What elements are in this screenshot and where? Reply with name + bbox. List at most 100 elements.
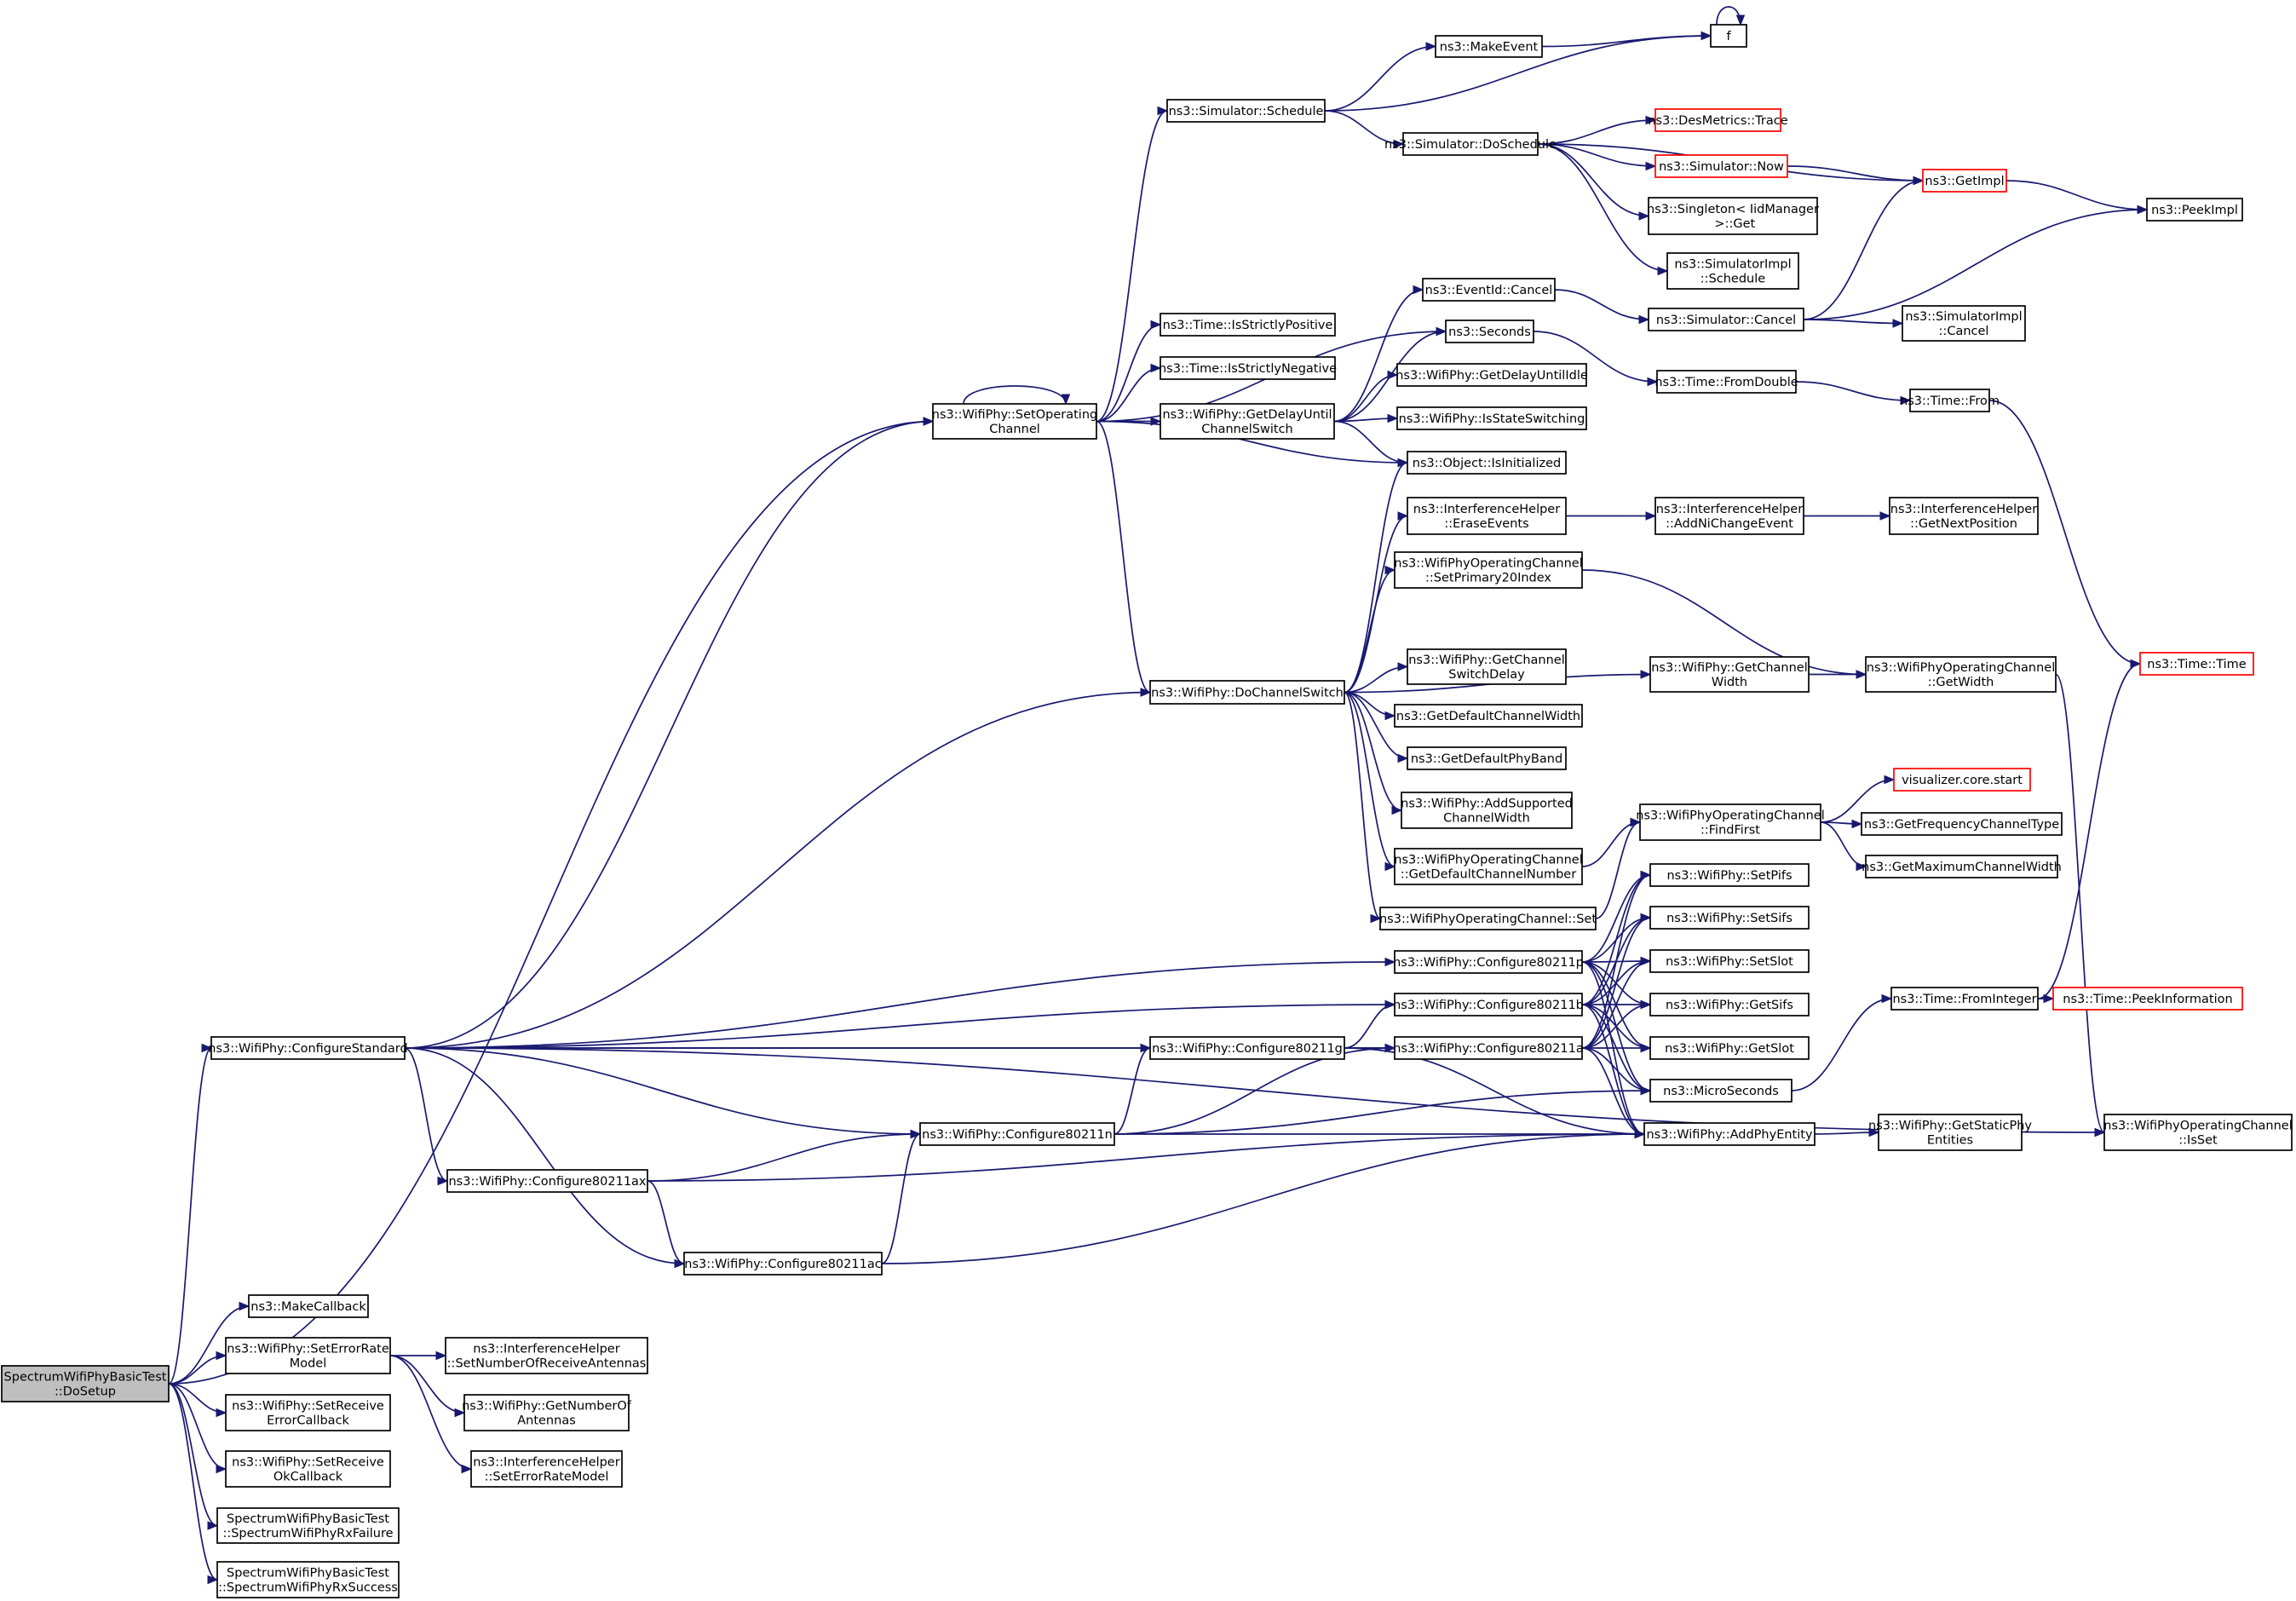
edge-arrowhead [1638, 314, 1650, 325]
node-ocGetWidth[interactable]: ns3::WifiPhyOperatingChannel::GetWidth [1865, 656, 2057, 693]
node-label: ns3::WifiPhy::Configure80211n [922, 1128, 1113, 1142]
node-peekInformation[interactable]: ns3::Time::PeekInformation [2052, 987, 2243, 1011]
node-desMetrics[interactable]: ns3::DesMetrics::Trace [1648, 108, 1788, 132]
node-getDefaultChannelWidth[interactable]: ns3::GetDefaultChannelWidth [1394, 704, 1583, 728]
node-isStrictlyPositive[interactable]: ns3::Time::IsStrictlyPositive [1160, 313, 1336, 337]
node-simSchedule[interactable]: ns3::Simulator::Schedule [1166, 99, 1326, 123]
node-setSifs[interactable]: ns3::WifiPhy::SetSifs [1649, 906, 1810, 930]
node-box [1160, 356, 1336, 380]
edge-arrowhead [1900, 395, 1912, 406]
node-configure80211p[interactable]: ns3::WifiPhy::Configure80211p [1393, 950, 1584, 974]
edge-arrowhead [207, 1575, 219, 1585]
edge-line [168, 1383, 218, 1581]
node-getSlot[interactable]: ns3::WifiPhy::GetSlot [1649, 1036, 1810, 1060]
node-timeFrom[interactable]: ns3::Time::From [1900, 389, 2000, 412]
node-configureStandard[interactable]: ns3::WifiPhy::ConfigureStandard [208, 1036, 408, 1060]
node-configure80211a[interactable]: ns3::WifiPhy::Configure80211a [1393, 1036, 1584, 1060]
node-configure80211ax[interactable]: ns3::WifiPhy::Configure80211ax [446, 1169, 648, 1193]
edge-arrowhead [239, 1301, 250, 1311]
node-makeCallback[interactable]: ns3::MakeCallback [248, 1294, 369, 1318]
node-label: ns3::GetMaximumChannelWidth [1862, 861, 2062, 874]
node-addPhyEntity[interactable]: ns3::WifiPhy::AddPhyEntity [1643, 1122, 1816, 1146]
node-root[interactable]: SpectrumWifiPhyBasicTest::DoSetup [1, 1365, 170, 1402]
node-label: ns3::WifiPhy::ConfigureStandard [208, 1042, 407, 1056]
node-box [1396, 363, 1587, 387]
node-getDelayUntilIdle[interactable]: ns3::WifiPhy::GetDelayUntilIdle [1395, 363, 1588, 387]
node-getDefaultPhyBand[interactable]: ns3::GetDefaultPhyBand [1407, 746, 1567, 770]
node-configure80211g[interactable]: ns3::WifiPhy::Configure80211g [1149, 1036, 1345, 1060]
edge-arrowhead [435, 1350, 447, 1361]
node-f[interactable]: f [1710, 24, 1747, 48]
node-eventIdCancel[interactable]: ns3::EventId::Cancel [1422, 278, 1556, 302]
node-simCancel[interactable]: ns3::Simulator::Cancel [1648, 308, 1804, 331]
node-doChannelSwitch[interactable]: ns3::WifiPhy::DoChannelSwitch [1149, 680, 1345, 705]
node-setErrorRateModel[interactable]: ns3::WifiPhy::SetErrorRateModel [225, 1337, 391, 1374]
node-getDefaultChannelNumber[interactable]: ns3::WifiPhyOperatingChannel::GetDefault… [1394, 848, 1583, 885]
node-setNumberOfReceiveAntennas[interactable]: ns3::InterferenceHelper::SetNumberOfRece… [445, 1337, 648, 1374]
node-setPifs[interactable]: ns3::WifiPhy::SetPifs [1649, 863, 1810, 887]
node-getSifs[interactable]: ns3::WifiPhy::GetSifs [1649, 993, 1810, 1016]
node-visualizerStart[interactable]: visualizer.core.start [1893, 768, 2031, 792]
node-microSeconds[interactable]: ns3::MicroSeconds [1649, 1079, 1792, 1103]
node-box [445, 1337, 648, 1374]
node-getFrequencyChannelType[interactable]: ns3::GetFrequencyChannelType [1861, 812, 2063, 836]
node-isInitialized[interactable]: ns3::Object::IsInitialized [1407, 451, 1567, 475]
node-fromInteger[interactable]: ns3::Time::FromInteger [1890, 987, 2039, 1011]
node-configure80211n[interactable]: ns3::WifiPhy::Configure80211n [919, 1122, 1115, 1146]
edge-findFirst-to-getMaximumChannelWidth [1820, 821, 1867, 872]
edge-line [1803, 180, 1924, 320]
node-ocSet[interactable]: ns3::WifiPhyOperatingChannel::Set [1379, 907, 1597, 930]
node-eraseEvents[interactable]: ns3::InterferenceHelper::EraseEvents [1407, 497, 1567, 535]
node-rxFailure[interactable]: SpectrumWifiPhyBasicTest::SpectrumWifiPh… [216, 1507, 400, 1544]
node-ocIsSet[interactable]: ns3::WifiPhyOperatingChannel::IsSet [2103, 1114, 2293, 1151]
edge-arrowhead [1140, 1043, 1152, 1053]
node-singletonGet[interactable]: ns3::Singleton< IidManager >::Get [1647, 197, 1819, 235]
node-simImplSchedule[interactable]: ns3::SimulatorImpl::Schedule [1666, 252, 1799, 290]
node-setPrimary20Index[interactable]: ns3::WifiPhyOperatingChannel::SetPrimary… [1394, 551, 1583, 589]
node-label: ns3::WifiPhy::Configure80211b [1393, 999, 1584, 1012]
node-makeEvent[interactable]: ns3::MakeEvent [1435, 35, 1543, 58]
node-simDoSchedule[interactable]: ns3::Simulator::DoSchedule [1384, 132, 1557, 156]
node-simImplCancel[interactable]: ns3::SimulatorImpl::Cancel [1902, 305, 2026, 342]
node-getImpl[interactable]: ns3::GetImpl [1922, 169, 2007, 193]
node-getMaximumChannelWidth[interactable]: ns3::GetMaximumChannelWidth [1862, 855, 2062, 878]
node-peekImpl[interactable]: ns3::PeekImpl [2146, 198, 2243, 222]
node-findFirst[interactable]: ns3::WifiPhyOperatingChannel::FindFirst [1636, 803, 1825, 841]
node-fromDouble[interactable]: ns3::Time::FromDouble [1654, 370, 1798, 394]
node-box [1394, 551, 1583, 589]
node-ihSetErrorRateModel[interactable]: ns3::InterferenceHelper::SetErrorRateMod… [470, 1450, 623, 1488]
node-isStateSwitching[interactable]: ns3::WifiPhy::IsStateSwitching [1396, 406, 1587, 430]
edge-line [1537, 143, 1649, 217]
node-seconds[interactable]: ns3::Seconds [1445, 320, 1534, 343]
node-timeTime[interactable]: ns3::Time::Time [2139, 652, 2254, 676]
edge-arrowhead [1856, 861, 1867, 872]
edge-configure80211n-to-microSeconds [1113, 1086, 1652, 1135]
edge-arrowhead [1384, 565, 1396, 575]
edge-line [1533, 331, 1658, 383]
node-box [1654, 154, 1788, 178]
edge-simDoSchedule-to-simImplSchedule [1537, 143, 1669, 276]
node-label: Antennas [517, 1414, 576, 1428]
node-configure80211b[interactable]: ns3::WifiPhy::Configure80211b [1393, 993, 1584, 1016]
node-getNextPosition[interactable]: ns3::InterferenceHelper::GetNextPosition [1889, 497, 2039, 535]
node-box [1379, 907, 1597, 930]
node-simNow[interactable]: ns3::Simulator::Now [1654, 154, 1788, 178]
node-rxSuccess[interactable]: SpectrumWifiPhyBasicTest::SpectrumWifiPh… [216, 1561, 400, 1598]
node-box [1654, 497, 1804, 535]
edge-line [1113, 1047, 1395, 1135]
node-configure80211ac[interactable]: ns3::WifiPhy::Configure80211ac [683, 1252, 883, 1276]
edge-root-to-setReceiveOkCallback [168, 1383, 227, 1474]
node-isStrictlyNegative[interactable]: ns3::Time::IsStrictlyNegative [1159, 356, 1337, 380]
node-setSlot[interactable]: ns3::WifiPhy::SetSlot [1649, 949, 1810, 973]
edge-simSchedule-to-makeEvent [1324, 42, 1437, 112]
node-addNiChangeEvent[interactable]: ns3::InterferenceHelper::AddNiChangeEven… [1654, 497, 1804, 535]
